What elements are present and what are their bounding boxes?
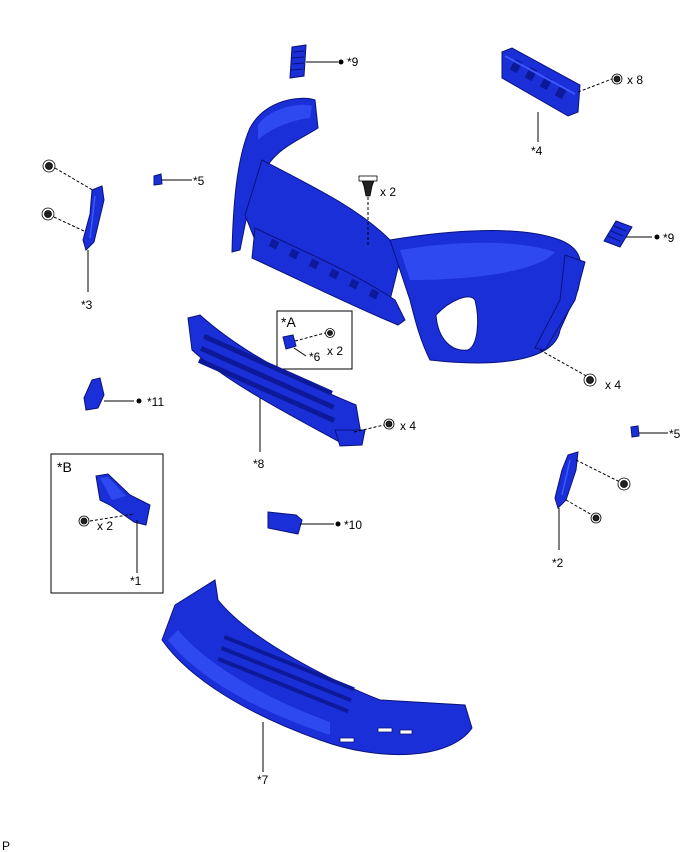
part-11-cover (83, 377, 105, 411)
part-5-clip-upper (153, 173, 163, 186)
label-part-6: *6 (309, 350, 321, 364)
part-10-trim (267, 511, 303, 535)
part-7-lower-bumper (161, 579, 473, 756)
part-3-bracket (82, 185, 105, 251)
clip-icon (358, 175, 378, 197)
label-part-2: *2 (552, 556, 564, 570)
part-1-bracket (95, 473, 151, 526)
label-qty-x4-grille: x 4 (400, 419, 416, 433)
part-4-retainer (501, 47, 581, 117)
label-part-1: *1 (130, 574, 142, 588)
bumper-cover-upper (231, 97, 586, 364)
bolt-icon (611, 73, 623, 85)
inset-a-box (276, 310, 353, 370)
label-qty-x2-inset-a: x 2 (327, 344, 343, 358)
label-inset-b: *B (57, 459, 72, 475)
label-part-5-upper: *5 (193, 174, 205, 188)
label-inset-a: *A (281, 314, 296, 330)
inset-b-box (50, 453, 164, 594)
part-8-lower-grille (187, 314, 366, 447)
label-qty-x4-right: x 4 (605, 378, 621, 392)
label-part-4: *4 (531, 144, 543, 158)
label-part-8: *8 (253, 457, 265, 471)
bolt-icon (383, 418, 395, 430)
part-9-right (603, 220, 633, 248)
label-part-5-lower: *5 (669, 427, 681, 441)
bolt-icon (41, 207, 55, 221)
part-2-bracket (554, 451, 579, 509)
label-part-9-upper: *9 (347, 55, 359, 69)
bolt-icon (78, 515, 90, 527)
bolt-icon (325, 328, 335, 338)
corner-mark: P (2, 839, 10, 852)
bolt-icon (583, 373, 597, 387)
label-qty-x8: x 8 (627, 73, 643, 87)
label-qty-x2-inset-b: x 2 (97, 519, 113, 533)
bolt-icon (590, 512, 602, 524)
bolt-icon (42, 159, 56, 173)
label-part-10: *10 (344, 518, 362, 532)
label-qty-x2-clip: x 2 (380, 185, 396, 199)
bolt-icon (617, 477, 631, 491)
label-part-9-right: *9 (663, 231, 675, 245)
part-5-clip-lower (630, 425, 640, 438)
label-part-11: *11 (147, 395, 164, 409)
part-6-clip (282, 334, 297, 350)
part-9-upper (289, 44, 307, 79)
label-part-7: *7 (257, 773, 269, 787)
label-part-3: *3 (81, 298, 93, 312)
